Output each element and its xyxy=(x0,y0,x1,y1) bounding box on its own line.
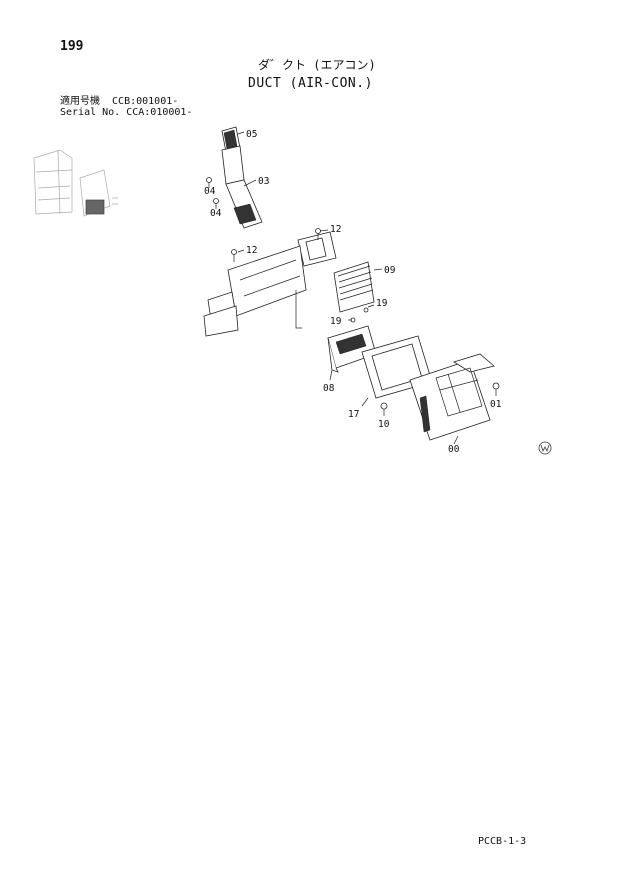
callout-09: 09 xyxy=(384,265,396,276)
callout-03: 03 xyxy=(258,176,269,187)
page-title: DUCT (AIR-CON.) xyxy=(248,76,373,91)
callout-10: 10 xyxy=(378,419,390,430)
callout-05: 05 xyxy=(246,129,257,140)
callout-00: 00 xyxy=(448,444,460,455)
callout-04b: 04 xyxy=(210,208,222,219)
callout-12b: 12 xyxy=(246,245,257,256)
callout-12a: 12 xyxy=(330,224,341,235)
callout-17: 17 xyxy=(348,409,359,420)
duct-mounting-frame xyxy=(203,228,337,337)
clips-19 xyxy=(350,307,369,323)
w-circle-mark xyxy=(538,441,552,455)
callout-19b: 19 xyxy=(330,316,342,327)
callout-04a: 04 xyxy=(204,186,216,197)
callout-19a: 19 xyxy=(376,298,388,309)
callout-labels: 05 03 04 04 12 12 09 19 19 08 17 10 01 0… xyxy=(204,129,502,455)
bolts-04 xyxy=(206,177,219,209)
callout-01: 01 xyxy=(490,399,502,410)
leader-lines xyxy=(237,131,459,445)
serial-number-line: Serial No. CCA:010001- xyxy=(60,107,193,118)
bolt-10 xyxy=(380,402,388,416)
part-00-air-con-unit-housing xyxy=(409,353,495,441)
callout-08: 08 xyxy=(323,383,335,394)
part-09-air-filter xyxy=(333,261,375,313)
title-japanese: ダ゛クト (エアコン) xyxy=(258,58,376,72)
page-number: 199 xyxy=(60,39,84,54)
bolt-01 xyxy=(492,382,500,396)
machine-locator-thumbnail xyxy=(33,149,118,217)
page-code: PCCB-1-3 xyxy=(478,836,527,847)
serial-applicable-line: 適用号機 CCB:001001- xyxy=(60,96,179,107)
part-03-vertical-duct xyxy=(221,145,263,229)
part-17-gasket-frame xyxy=(361,335,433,399)
